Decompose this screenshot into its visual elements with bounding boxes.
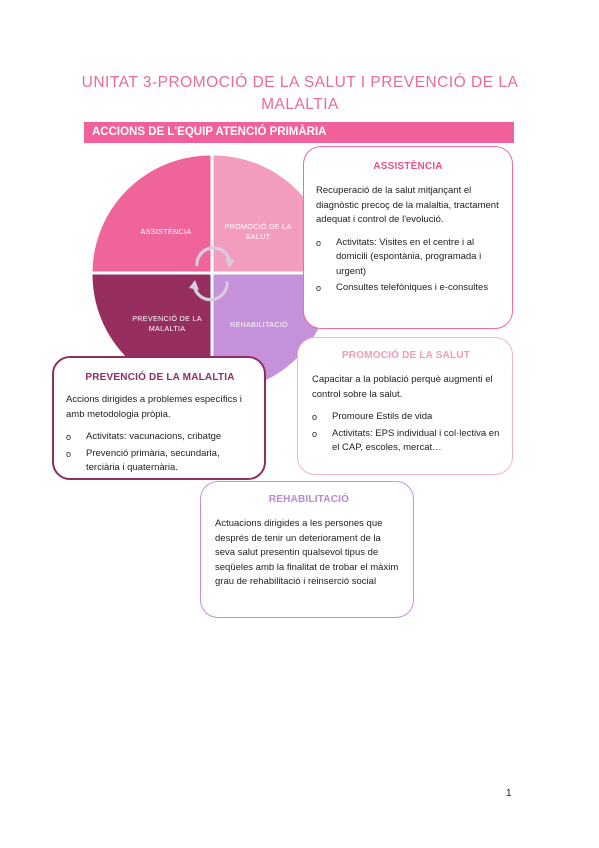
bullet-icon: o bbox=[312, 428, 318, 439]
card-title: PROMOCIÓ DE LA SALUT bbox=[341, 350, 471, 361]
bullet-icon: o bbox=[66, 432, 72, 442]
quadrant-assistencia bbox=[92, 155, 211, 272]
page-number: 1 bbox=[506, 788, 512, 799]
card-title: ASSISTÈNCIA bbox=[373, 161, 443, 172]
card-description: Recuperació de la salut mitjançant el di… bbox=[316, 185, 499, 225]
card-assistencia: ASSISTÈNCIA Recuperació de la salut mitj… bbox=[303, 146, 513, 329]
quadrant-label-prevencio-line2: MALALTIA bbox=[149, 324, 186, 333]
bullet-icon: o bbox=[66, 448, 72, 459]
quadrant-promocio bbox=[213, 155, 332, 272]
card-description: Accions dirigides a problemes específics… bbox=[66, 394, 242, 420]
bullet-icon: o bbox=[316, 237, 322, 248]
card-promocio: PROMOCIÓ DE LA SALUT Capacitar a la pobl… bbox=[297, 337, 513, 475]
quadrant-label-prevencio-line1: PREVENCIÓ DE LA bbox=[132, 314, 202, 323]
bullet-icon: o bbox=[316, 283, 322, 293]
card-title: REHABILITACIÓ bbox=[268, 494, 350, 505]
cycle-arrow-head-icon bbox=[225, 258, 235, 268]
quadrant-label-assistencia: ASSISTÈNCIA bbox=[141, 227, 192, 236]
bullet-icon: o bbox=[312, 412, 318, 422]
page-title: UNITAT 3-PROMOCIÓ DE LA SALUT I PREVENCI… bbox=[81, 74, 519, 113]
quadrant-label-rehabilitacio: REHABILITACIÓ bbox=[230, 320, 288, 329]
card-rehabilitacio: REHABILITACIÓ Actuacions dirigides a les… bbox=[200, 481, 414, 618]
card-prevencio: PREVENCIÓ DE LA MALALTIA Accions dirigid… bbox=[52, 356, 266, 480]
quadrant-label-promocio-line2: SALUT bbox=[246, 232, 271, 241]
quadrant-label-promocio-line1: PROMOCIÓ DE LA bbox=[225, 222, 292, 231]
card-title: PREVENCIÓ DE LA MALALTIA bbox=[85, 372, 235, 383]
section-banner: ACCIONS DE L'EQUIP ATENCIÓ PRIMÀRIA bbox=[84, 122, 514, 143]
cycle-arrows-icon bbox=[192, 246, 232, 302]
card-description: Actuacions dirigides a les persones que … bbox=[215, 518, 399, 587]
cycle-arrow-head-icon bbox=[189, 280, 199, 290]
card-description: Capacitar a la població perquè augmenti … bbox=[312, 374, 493, 400]
